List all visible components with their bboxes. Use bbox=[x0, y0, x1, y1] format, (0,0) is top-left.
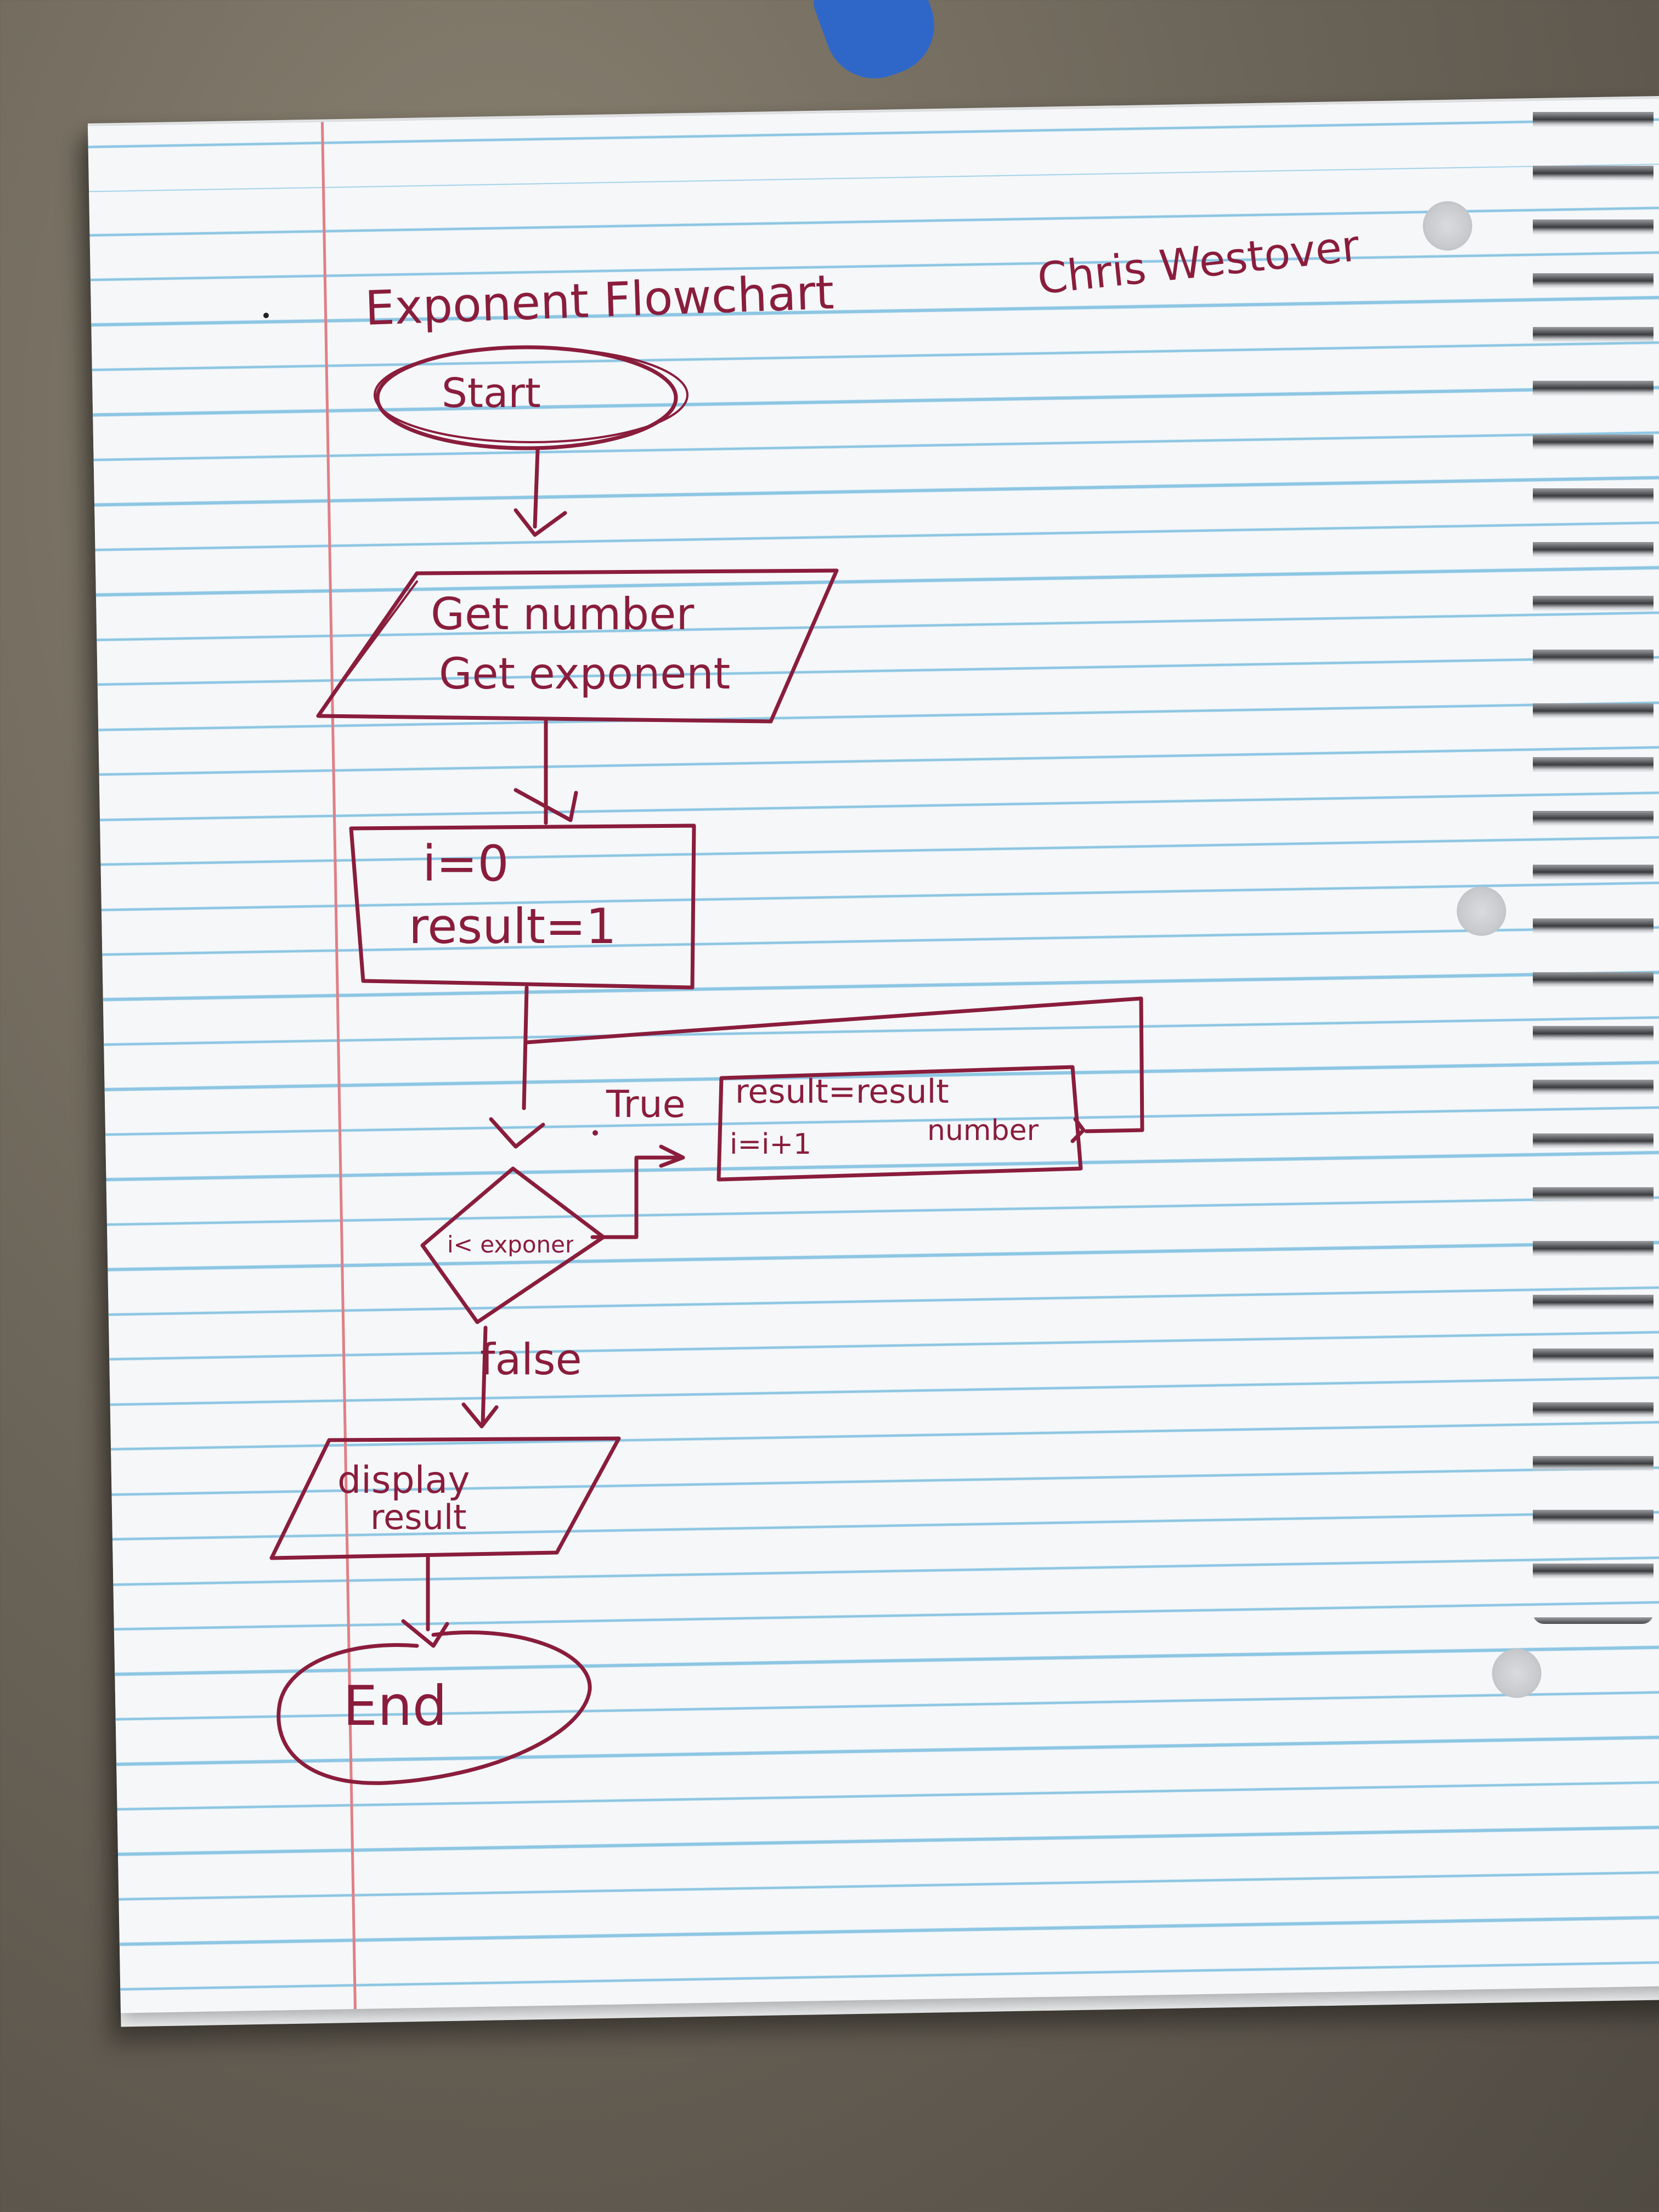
arrow-input-to-init bbox=[514, 719, 578, 825]
start-terminal-trace bbox=[374, 347, 689, 443]
start-label: Start bbox=[442, 370, 541, 417]
arrow-start-to-input bbox=[514, 448, 567, 537]
input-label-line1: Get number bbox=[431, 589, 695, 640]
input-label-line2: Get exponent bbox=[439, 650, 731, 699]
condition-label: i< exponent bbox=[447, 1233, 573, 1256]
init-label-line2: result=1 bbox=[409, 898, 617, 955]
ink-dot bbox=[592, 1130, 598, 1136]
input-parallelogram-trace bbox=[323, 580, 418, 709]
arrow-output-to-end bbox=[401, 1553, 449, 1648]
input-parallelogram bbox=[316, 568, 839, 724]
body-label-line1: result=result bbox=[735, 1073, 949, 1111]
body-label-line2: i=i+1 bbox=[730, 1128, 812, 1161]
output-label-line2: result bbox=[370, 1497, 467, 1537]
ink-dot-left bbox=[263, 313, 269, 318]
end-label: End bbox=[343, 1674, 448, 1738]
condition-decision bbox=[420, 1166, 606, 1324]
end-terminal bbox=[276, 1630, 592, 1785]
false-branch-line bbox=[461, 1325, 499, 1429]
output-parallelogram bbox=[269, 1436, 621, 1560]
true-label: True bbox=[606, 1083, 686, 1126]
loop-back-line bbox=[522, 985, 1144, 1133]
true-branch-line bbox=[590, 1144, 685, 1239]
output-label-line1: display bbox=[337, 1459, 470, 1502]
init-label-line1: i=0 bbox=[422, 835, 509, 893]
false-label: false bbox=[480, 1335, 582, 1385]
body-label-line3: number bbox=[927, 1114, 1039, 1147]
loop-body-box bbox=[716, 1065, 1083, 1182]
spiral-binding bbox=[1533, 88, 1654, 1624]
init-process-box bbox=[349, 823, 696, 990]
arrow-into-condition bbox=[489, 1117, 545, 1149]
body-return-arrow bbox=[1070, 1117, 1086, 1143]
